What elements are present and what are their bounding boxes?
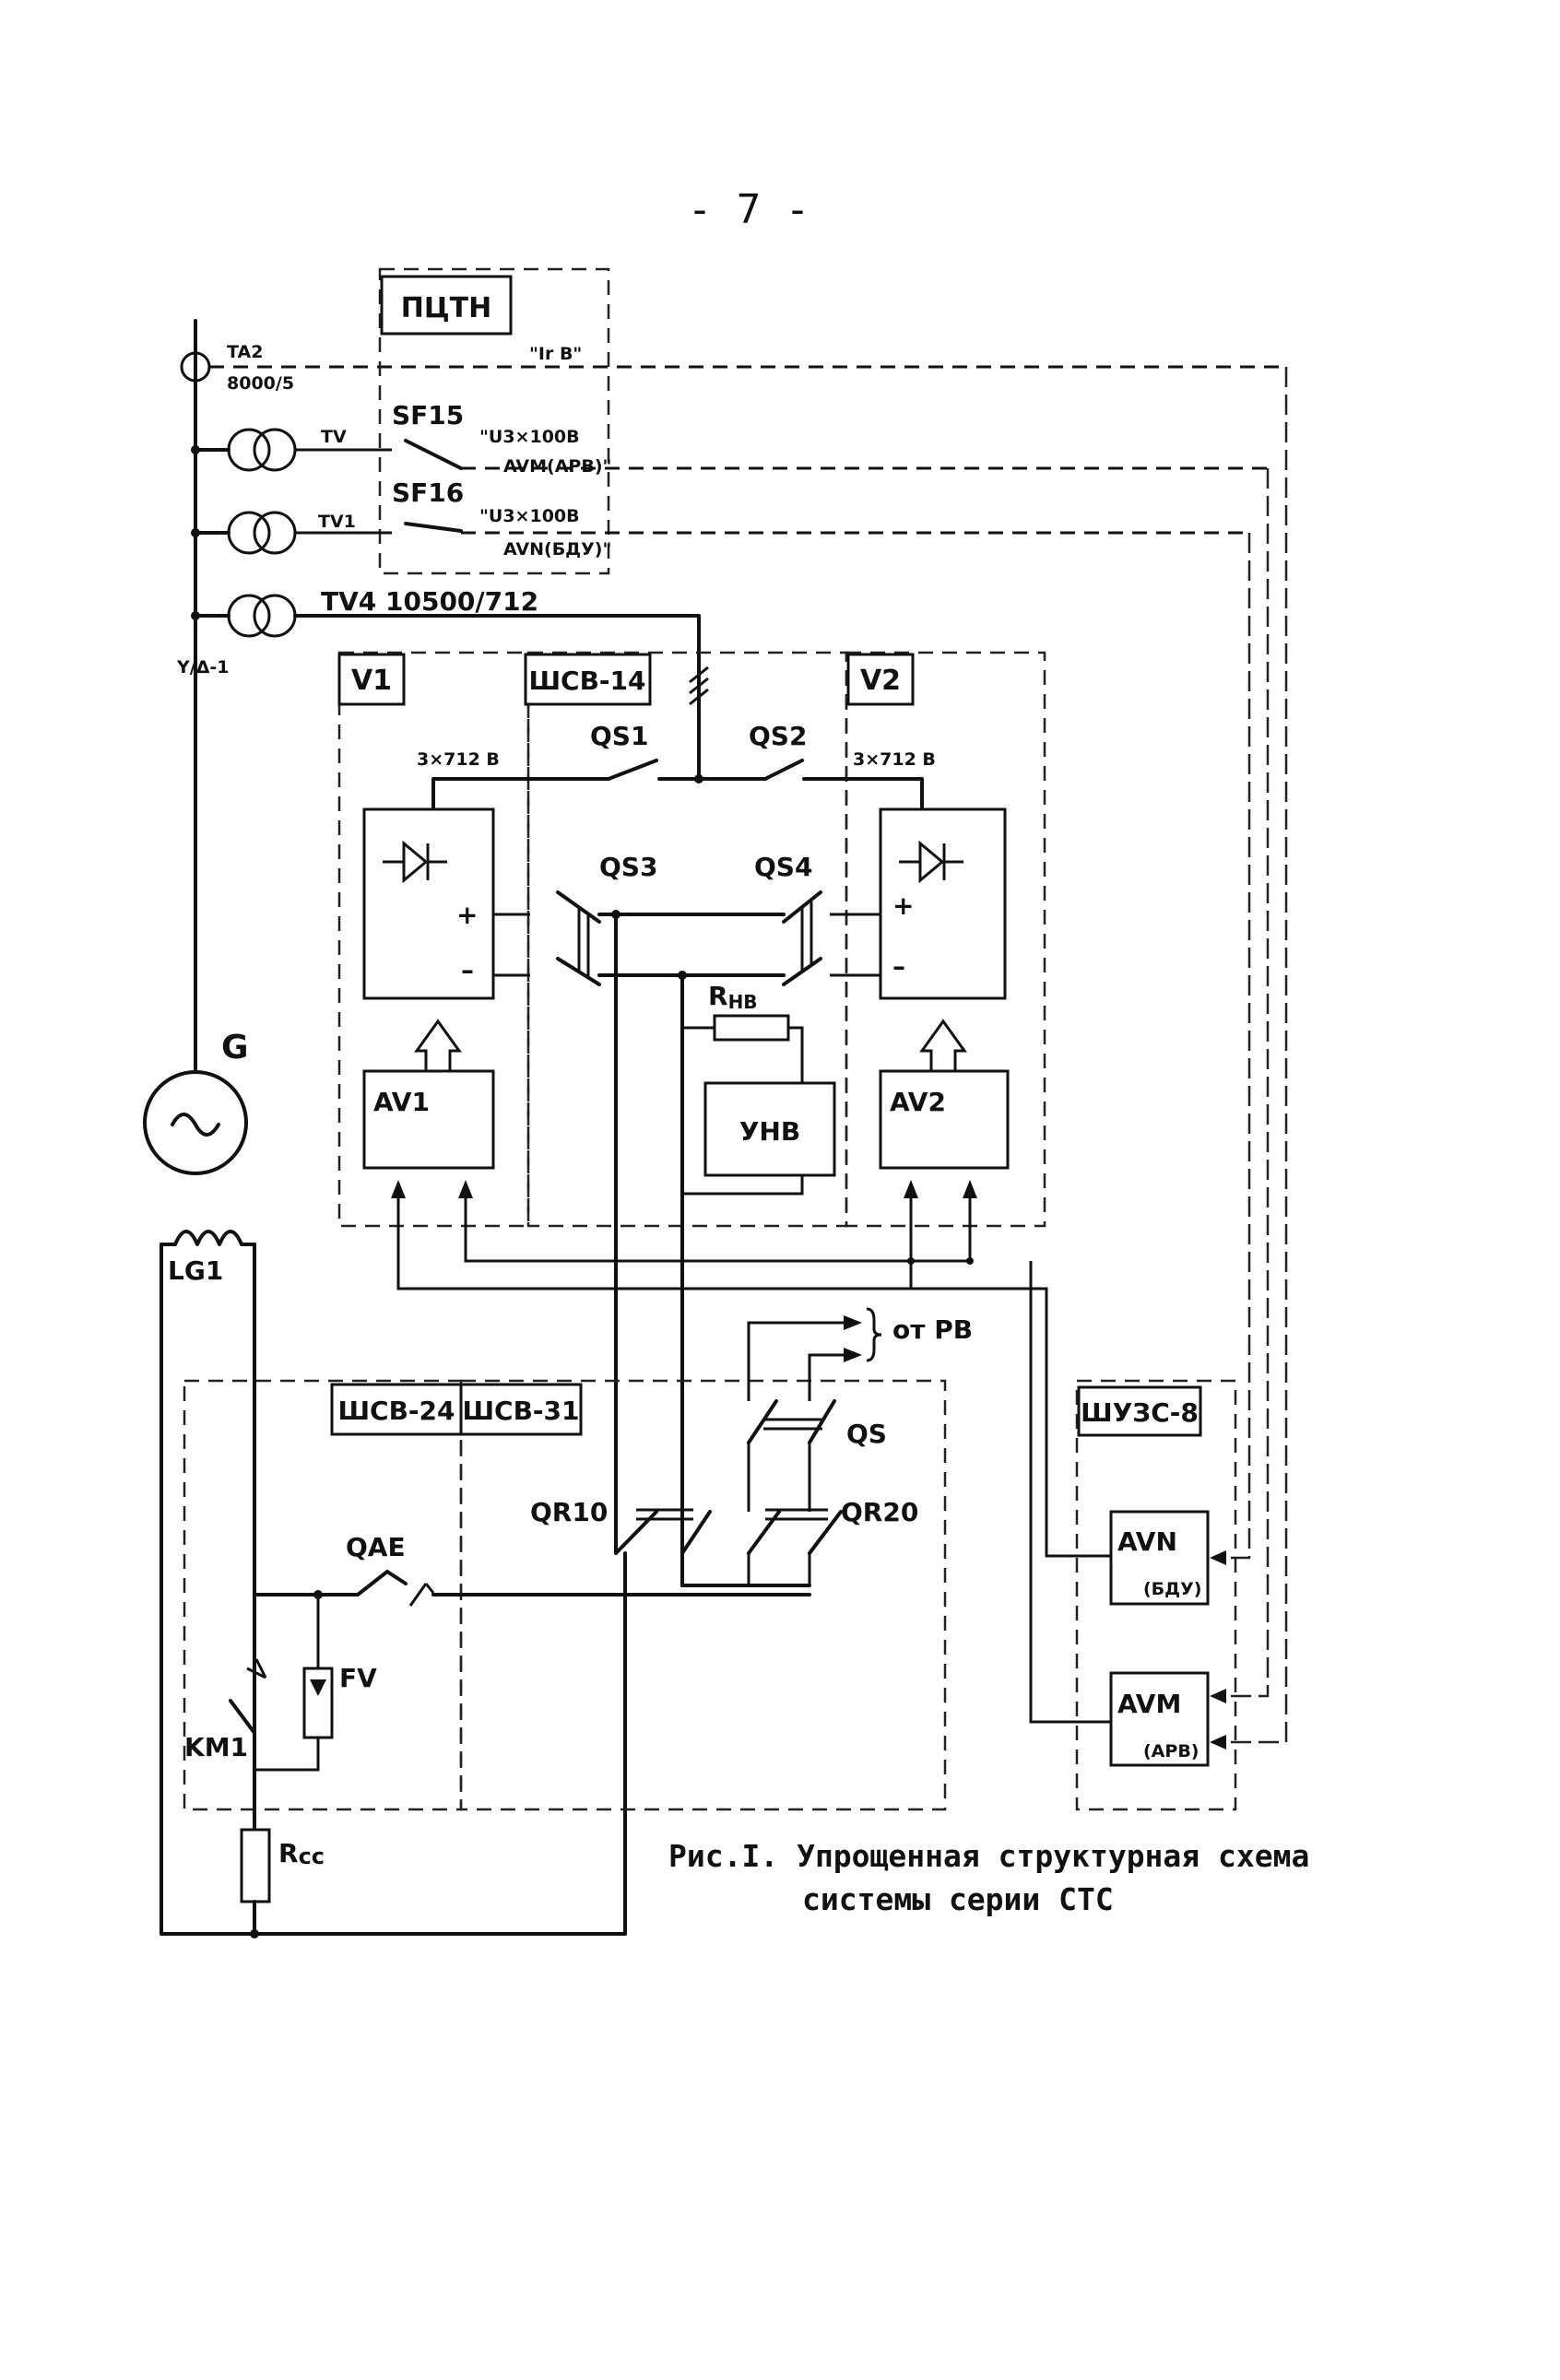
irv-label: "Ir B" [529, 344, 582, 364]
avn-bdu-signal-label: AVN(БДУ)" [503, 539, 611, 560]
qs-label: QS [846, 1419, 887, 1449]
pitn-frame [378, 267, 610, 575]
qs2-label: QS2 [749, 721, 807, 751]
ta2-ratio: 8000/5 [227, 373, 294, 394]
qae-label: QAE [346, 1532, 406, 1562]
tv1-label: TV1 [318, 512, 356, 532]
km1-label: KM1 [184, 1732, 248, 1762]
av2-box [879, 1069, 1010, 1170]
shsv14-box [524, 653, 652, 706]
voltage-left-label: 3×712 B [417, 749, 500, 770]
tv-transformer-icon [227, 428, 318, 472]
tv4-label: TV4 10500/712 [321, 586, 538, 617]
up-arrow-icon [414, 1019, 462, 1073]
generator-icon [143, 1070, 248, 1175]
ta2-label: TA2 [227, 342, 263, 362]
tv4-transformer-icon [227, 594, 709, 781]
v2-label: V2 [860, 665, 901, 697]
plus-right: + [892, 890, 914, 921]
unv-label: УНВ [739, 1116, 800, 1147]
shsv31-label: ШСВ-31 [462, 1396, 579, 1426]
rcc-label: Rcc [278, 1838, 325, 1869]
av2-label: AV2 [890, 1087, 946, 1117]
figure-caption-line1: Рис.I. Упрощенная структурная схема [668, 1838, 1309, 1874]
km1-contactor [229, 1658, 267, 1832]
minus-left: – [461, 955, 474, 985]
pitn-label: ПЦТН [401, 292, 492, 324]
rectifier-v1 [362, 807, 495, 1000]
avn-sub-label: (БДУ) [1143, 1579, 1201, 1599]
shuzs8-label: ШУЗС-8 [1081, 1397, 1199, 1428]
u3-100b-label-1: "U3×100B [479, 427, 580, 447]
shsv14-label: ШСВ-14 [528, 666, 645, 696]
avm-box [1109, 1671, 1210, 1767]
measurement-signals [1210, 367, 1288, 1750]
control-lines [391, 1180, 1111, 1724]
minus-right: – [892, 951, 905, 982]
generator-bus [180, 319, 1286, 1071]
shsv24-label: ШСВ-24 [337, 1396, 455, 1426]
diode-icon [899, 840, 963, 884]
fv-label: FV [339, 1663, 377, 1693]
rectifier-v2 [879, 807, 1007, 1000]
qr10-label: QR10 [530, 1497, 608, 1527]
ac-feed [431, 759, 924, 811]
field-breaker [253, 1570, 435, 1772]
sf15-label: SF15 [392, 400, 464, 430]
v1-label: V1 [351, 665, 392, 697]
unv-box [703, 1081, 836, 1177]
v2-frame [845, 651, 1046, 1228]
field-winding-icon [160, 1230, 627, 1936]
plus-left: + [456, 900, 478, 930]
pitn-box [380, 275, 513, 336]
avn-box [1109, 1510, 1210, 1606]
diode-icon [383, 840, 447, 884]
av1-label: AV1 [373, 1087, 430, 1117]
tv-label: TV [321, 427, 347, 447]
tv1-transformer-icon [227, 511, 318, 555]
avm-label: AVM [1117, 1689, 1181, 1719]
shsv24-box [330, 1383, 463, 1436]
discharge-switches [431, 1307, 882, 1596]
qs4-label: QS4 [754, 852, 812, 882]
avm-sub-label: (АРВ) [1143, 1741, 1199, 1761]
u3-100b-label-2: "U3×100B [479, 506, 580, 526]
qr20-label: QR20 [841, 1497, 918, 1527]
avm-arv-signal-label: AVM(APB)" [503, 456, 611, 477]
rnv-label: RНВ [708, 981, 758, 1013]
y-delta-label: Y/Δ-1 [176, 657, 230, 677]
voltage-right-label: 3×712 B [853, 749, 936, 770]
v2-box [846, 653, 915, 706]
shuzs8-box [1077, 1385, 1202, 1437]
qs1-label: QS1 [590, 721, 648, 751]
up-arrow-icon [919, 1019, 967, 1073]
lg1-label: LG1 [168, 1255, 223, 1286]
shuzs8-frame [1075, 1379, 1237, 1811]
dc-bus [493, 890, 880, 986]
rcc-resistor [240, 1828, 271, 1903]
figure-caption-line2: системы серии СТС [802, 1881, 1114, 1917]
avn-label: AVN [1117, 1526, 1177, 1557]
rnv-resistor [680, 975, 804, 1083]
av1-box [362, 1069, 495, 1170]
page-number: - 7 - [688, 186, 810, 233]
generator-label: G [221, 1029, 249, 1066]
qs3-label: QS3 [599, 852, 657, 882]
ot-rv-label: от РВ [892, 1314, 973, 1345]
v1-box [337, 653, 406, 706]
sf16-label: SF16 [392, 477, 464, 508]
shsv31-box [459, 1383, 583, 1436]
